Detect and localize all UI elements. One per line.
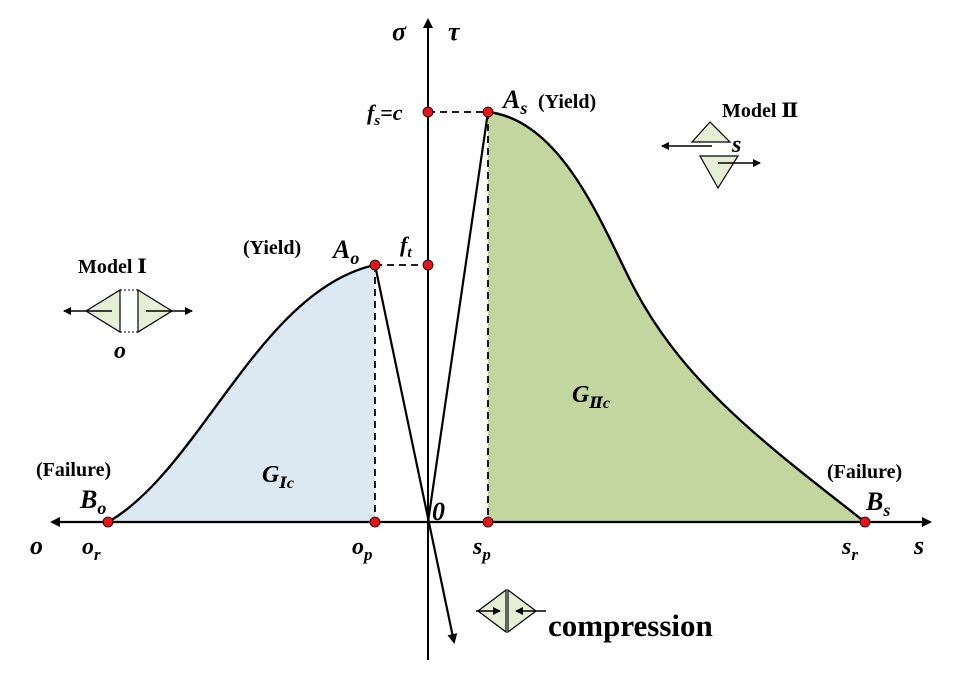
label-as-yield: (Yield) (538, 91, 596, 113)
mode2-area (488, 112, 865, 522)
compression-label: compression (548, 608, 713, 643)
point-op (369, 516, 381, 528)
mode1-curve (107, 263, 376, 524)
region-label-g2c: GⅡc (572, 382, 610, 412)
point-sr (859, 516, 871, 528)
region-label-g1c: GⅠc (262, 462, 294, 492)
mode1-elastic-line (373, 264, 458, 644)
tick-sp: sp (472, 534, 491, 564)
tick-sr: sr (841, 534, 858, 564)
axis-label-tau: τ (448, 17, 461, 46)
point-as (482, 106, 494, 118)
point-ao (369, 259, 381, 271)
label-bo-failure: (Failure) (36, 459, 111, 481)
label-ft: ft (400, 232, 412, 261)
point-or (102, 516, 114, 528)
model2-icon: Model Ⅱ s (661, 100, 798, 190)
mode2-curve (487, 110, 866, 523)
axis-label-s: s (913, 531, 924, 560)
point-sp (482, 516, 494, 528)
tick-or: or (82, 534, 101, 564)
label-bs-failure: (Failure) (827, 461, 902, 483)
label-fs: fs=c (367, 100, 403, 129)
compression-icon: compression (476, 588, 713, 643)
label-bo: Bo (79, 485, 106, 518)
axis-label-sigma: σ (392, 17, 407, 46)
mode1-area (108, 265, 375, 522)
model2-letter: s (731, 132, 741, 158)
label-ao: Ao (331, 235, 359, 268)
model1-letter: o (114, 338, 126, 364)
label-ao-yield: (Yield) (243, 237, 301, 259)
dashed-guides (374, 111, 489, 522)
label-bs: Bs (865, 487, 890, 520)
label-as: As (501, 85, 527, 118)
point-fs (422, 106, 434, 118)
model1-title: Model Ⅰ (78, 256, 147, 278)
origin-label: 0 (432, 497, 445, 526)
model1-icon: Model Ⅰ o (63, 256, 193, 364)
model2-title: Model Ⅱ (722, 100, 798, 122)
point-ft (422, 259, 434, 271)
tick-op: op (352, 534, 373, 564)
axis-label-o: o (30, 531, 43, 560)
key-points (102, 106, 871, 528)
mode2-elastic-line (426, 111, 490, 523)
